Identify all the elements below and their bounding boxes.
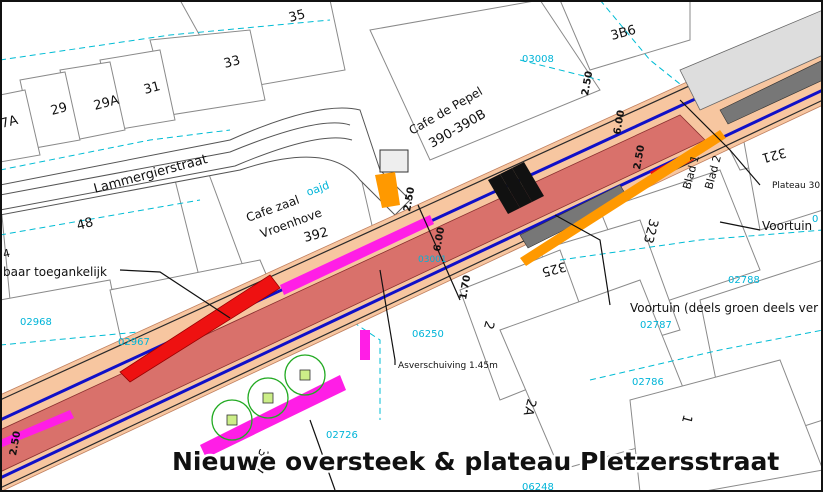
- tree-2: [247, 377, 289, 419]
- parcel-06250: 06250: [412, 329, 444, 340]
- building-cafe-pepel: [369, 0, 601, 161]
- crossing-zebra: [488, 162, 544, 214]
- leader-lines: [119, 99, 761, 491]
- parcel-06248: 06248: [522, 482, 554, 492]
- parcel-02726: 02726: [326, 430, 358, 441]
- tree-markers: [226, 369, 311, 426]
- house-number-1: 1: [678, 413, 695, 425]
- building-7a: [0, 89, 41, 163]
- tree-3: [284, 354, 326, 396]
- magenta-edges: [0, 215, 434, 458]
- dimension-labels: 2.50 6.00 2.50 2.50 6.00 1.70 2.50: [8, 70, 647, 456]
- parcel-02968: 02968: [20, 317, 52, 328]
- house-number-7a: 7A: [0, 113, 20, 132]
- dimension-4: 2.50: [402, 186, 417, 212]
- house-number-29a: 29A: [92, 93, 121, 114]
- dimension-3: 2.50: [632, 144, 647, 170]
- parcel-03008: 03008: [522, 54, 554, 65]
- annotation-voortuin-2: Voortuin (deels groen deels ver: [630, 301, 818, 315]
- annotation-voortuin-1: Voortuin: [762, 219, 812, 233]
- house-number-2a: 2A: [520, 397, 539, 418]
- dimension-2: 6.00: [612, 109, 627, 135]
- annotation-toegankelijk: baar toegankelijk: [3, 265, 107, 279]
- parcel-numbers: 03008 02968 02967 06250 02788 02787 0278…: [20, 54, 818, 492]
- house-number-392: 392: [302, 225, 330, 246]
- parking-strip: [119, 274, 281, 383]
- parcel-0: 0: [812, 214, 818, 225]
- dimension-6: 1.70: [458, 274, 473, 300]
- road-surface-east: [679, 9, 823, 111]
- orange-edge-south: [520, 130, 726, 266]
- parcel-02967: 02967: [118, 337, 150, 348]
- house-number-29: 29: [49, 100, 69, 119]
- house-number-35: 35: [287, 7, 307, 26]
- tree-1: [211, 399, 253, 441]
- parcel-02788: 02788: [728, 275, 760, 286]
- house-number-325: 325: [540, 258, 568, 279]
- parcel-03001: 03001: [418, 255, 447, 265]
- house-number-327: 327: [250, 447, 271, 475]
- annotation-plateau: Plateau 30: [772, 181, 820, 191]
- house-number-31: 31: [142, 79, 162, 98]
- annotation-asverschuiving: Asverschuiving 1.45m: [398, 361, 498, 371]
- crossing-hatch: [379, 149, 409, 173]
- dimension-7: 2.50: [8, 430, 23, 456]
- house-number-3b6: 3B6: [609, 23, 637, 44]
- house-number-48: 48: [75, 215, 95, 234]
- building-1: [629, 359, 823, 492]
- parcel-02786: 02786: [632, 377, 664, 388]
- parcel-02787: 02787: [640, 320, 672, 331]
- orange-edge-north: [375, 172, 400, 208]
- dimension-1: 2.50: [580, 70, 595, 96]
- house-number-4: 4: [1, 247, 11, 261]
- house-number-33: 33: [222, 53, 242, 72]
- side-street: [0, 107, 411, 216]
- house-number-2: 2: [480, 319, 497, 331]
- map-title-halo: Nieuwe oversteek & plateau Pletzersstraa…: [172, 447, 779, 476]
- building-386: [559, 0, 691, 71]
- dimension-5: 6.00: [432, 226, 447, 252]
- house-number-321: 321: [760, 144, 788, 165]
- tree-circles: [211, 354, 326, 441]
- map-title: Nieuwe oversteek & plateau Pletzersstraa…: [172, 447, 779, 476]
- house-number-323: 323: [640, 217, 661, 245]
